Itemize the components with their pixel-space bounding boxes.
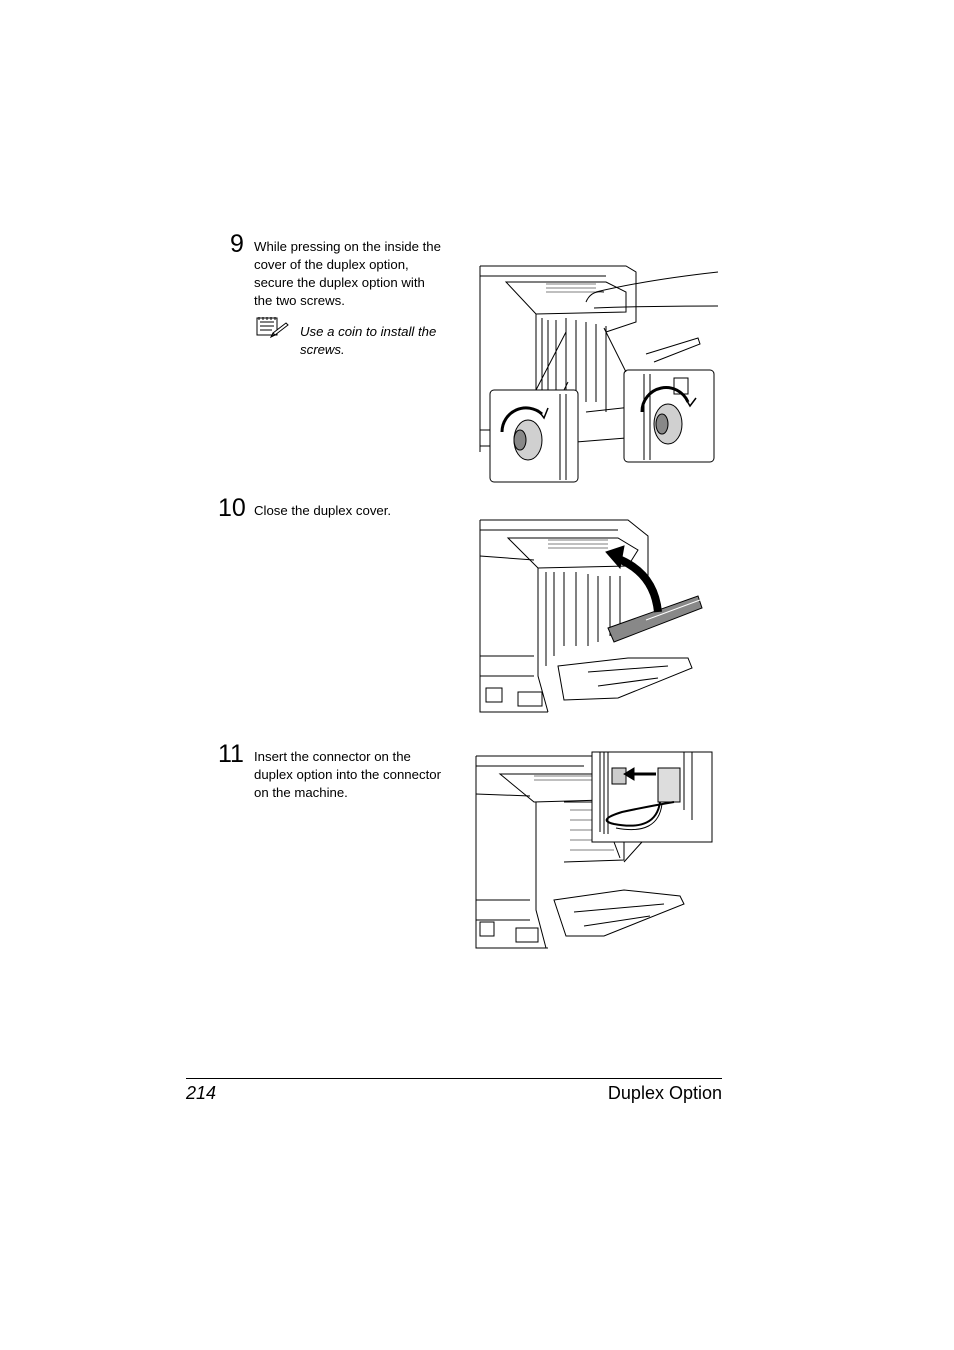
text-line: Close the duplex cover. — [254, 503, 392, 518]
step-instruction: Close the duplex cover. — [254, 502, 466, 520]
step-number: 9 — [230, 230, 244, 258]
text-line: screws. — [300, 342, 345, 357]
figure-close-duplex-cover — [479, 519, 703, 713]
text-line: Insert the connector on the — [254, 749, 411, 764]
section-title: Duplex Option — [607, 1083, 722, 1103]
step-instruction: Insert the connector on the duplex optio… — [254, 748, 466, 802]
text-line: cover of the duplex option, — [254, 257, 409, 272]
text-line: secure the duplex option with — [254, 275, 425, 290]
note-pad-icon — [256, 317, 289, 338]
step-number: 10 — [218, 494, 246, 522]
text-line: on the machine. — [254, 785, 348, 800]
text-line: the two screws. — [254, 293, 345, 308]
page-number: 214 — [186, 1083, 217, 1103]
text-line: Use a coin to install the — [300, 324, 437, 339]
footer-divider — [186, 1078, 722, 1079]
figure-insert-connector — [475, 751, 713, 949]
text-line: While pressing on the inside the — [254, 239, 441, 254]
note-text: Use a coin to install the screws. — [300, 323, 460, 359]
step-instruction: While pressing on the inside the cover o… — [254, 238, 466, 310]
figure-duplex-screws — [479, 265, 719, 483]
step-number: 11 — [218, 740, 244, 768]
text-line: duplex option into the connector — [254, 767, 441, 782]
